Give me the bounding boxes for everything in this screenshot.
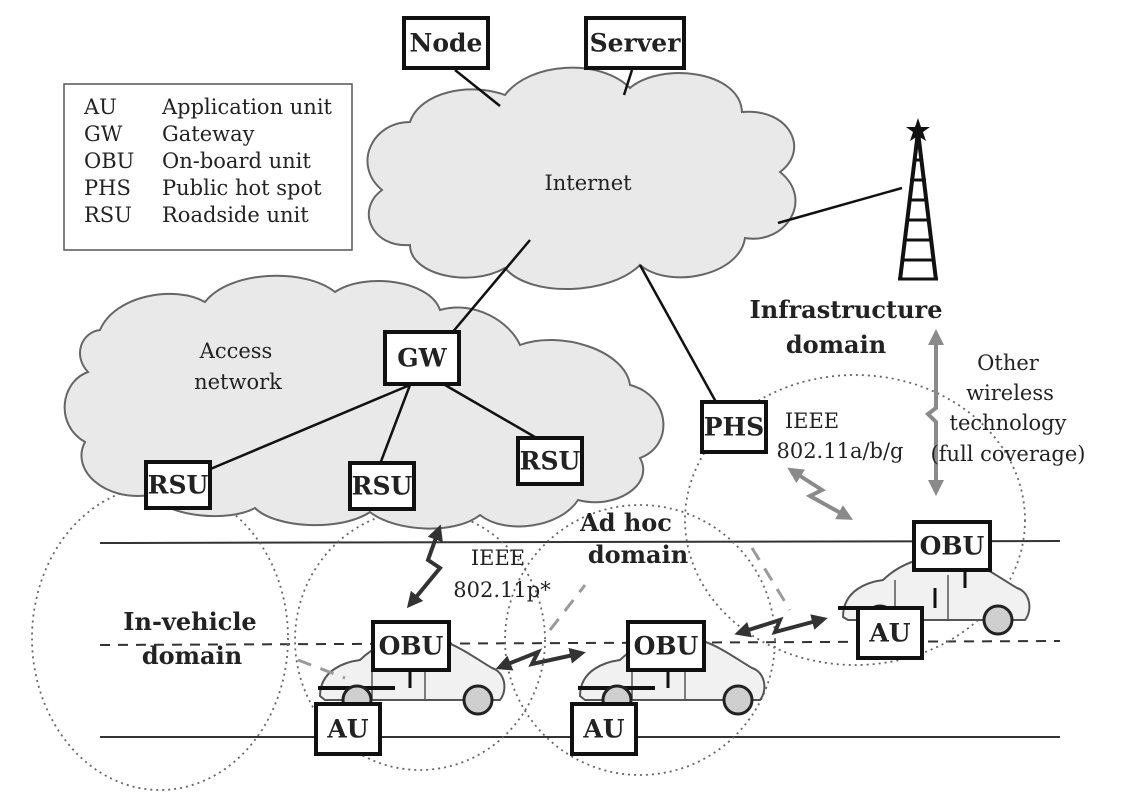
wifi-label-line1: IEEE bbox=[785, 409, 839, 433]
obu-box-right: OBU bbox=[912, 520, 992, 572]
rsu-left-label: RSU bbox=[148, 471, 209, 500]
wifi-label-line2: 802.11a/b/g bbox=[776, 439, 903, 463]
link-server-internet bbox=[622, 69, 634, 96]
infrastructure-domain-label-line1: Infrastructure bbox=[750, 295, 943, 324]
legend-box bbox=[63, 83, 353, 251]
phs-box: PHS bbox=[700, 400, 768, 454]
legend-meaning: Gateway bbox=[162, 122, 255, 146]
access-network-cloud bbox=[63, 274, 665, 530]
link-internet-tower bbox=[777, 186, 903, 225]
au-box-right: AU bbox=[856, 606, 924, 660]
obu-center-coverage-circle bbox=[504, 504, 776, 776]
in-vehicle-domain-label-line2: domain bbox=[142, 641, 242, 670]
wireless-arrow-tower-obu bbox=[924, 329, 944, 496]
node-box: Node bbox=[402, 16, 490, 70]
wave-label-line1: IEEE bbox=[471, 546, 525, 570]
node-label: Node bbox=[410, 29, 483, 58]
access-network-label-line1: Access bbox=[199, 339, 273, 363]
access-network-label-line2: network bbox=[194, 370, 282, 394]
other-wireless-label-line4: (full coverage) bbox=[931, 442, 1086, 466]
au-obu-dashed-link-left bbox=[297, 658, 346, 680]
wireless-arrow-obu-obu-right bbox=[734, 614, 828, 638]
obu-left-label: OBU bbox=[379, 632, 444, 661]
legend-meaning: On-board unit bbox=[162, 149, 311, 173]
au-left-label: AU bbox=[326, 715, 368, 744]
link-gw-rsu-right bbox=[444, 383, 541, 442]
infrastructure-domain-label-line2: domain bbox=[786, 330, 886, 359]
link-gw-rsu-left bbox=[207, 383, 411, 472]
wave-label-line2: 802.11p* bbox=[453, 578, 551, 602]
legend-meaning: Public hot spot bbox=[162, 176, 322, 200]
in-vehicle-coverage-circle bbox=[31, 485, 289, 791]
dashed-link-phs-car bbox=[750, 547, 792, 611]
legend-abbr: OBU bbox=[84, 149, 134, 173]
dashed-link-adhoc-middle bbox=[548, 584, 587, 631]
internet-cloud bbox=[366, 66, 797, 291]
au-box-middle: AU bbox=[570, 702, 638, 756]
obu-middle-label: OBU bbox=[634, 632, 699, 661]
au-middle-label: AU bbox=[582, 715, 624, 744]
rsu-box-middle: RSU bbox=[348, 461, 416, 511]
obu-right-label: OBU bbox=[920, 532, 985, 561]
gw-label: GW bbox=[397, 344, 447, 373]
gw-box: GW bbox=[383, 330, 461, 386]
obu-box-left: OBU bbox=[371, 620, 451, 672]
legend-abbr: AU bbox=[83, 95, 117, 119]
adhoc-domain-label-line1: Ad hoc bbox=[579, 508, 672, 537]
other-wireless-label-line3: technology bbox=[950, 411, 1067, 435]
rsu-middle-label: RSU bbox=[352, 472, 413, 501]
server-label: Server bbox=[590, 29, 682, 58]
cell-tower-icon bbox=[898, 118, 938, 281]
in-vehicle-domain-label-line1: In-vehicle bbox=[123, 607, 256, 636]
legend-abbr: RSU bbox=[84, 203, 132, 227]
wireless-arrow-phs-obu bbox=[787, 467, 853, 520]
rsu-box-left: RSU bbox=[144, 460, 212, 510]
link-internet-gw bbox=[445, 239, 531, 341]
phs-coverage-circle bbox=[684, 374, 1026, 666]
obu-box-middle: OBU bbox=[626, 620, 706, 672]
au-right-label: AU bbox=[868, 619, 910, 648]
au-box-left: AU bbox=[314, 702, 382, 756]
other-wireless-label-line1: Other bbox=[977, 351, 1040, 375]
link-node-internet bbox=[454, 69, 501, 107]
other-wireless-label-line2: wireless bbox=[966, 381, 1054, 405]
server-box: Server bbox=[584, 16, 686, 70]
internet-label: Internet bbox=[544, 171, 632, 195]
rsu-box-right: RSU bbox=[516, 436, 584, 486]
phs-label: PHS bbox=[704, 413, 764, 442]
legend-meaning: Application unit bbox=[161, 95, 333, 119]
link-gw-rsu-middle bbox=[378, 384, 412, 465]
adhoc-domain-label-line2: domain bbox=[588, 540, 688, 569]
legend-abbr: PHS bbox=[84, 176, 131, 200]
wireless-arrow-obu-obu-left bbox=[495, 647, 586, 671]
wireless-arrow-rsu-obu bbox=[406, 524, 443, 609]
rsu-right-label: RSU bbox=[520, 447, 581, 476]
link-internet-phs bbox=[638, 264, 718, 403]
legend-meaning: Roadside unit bbox=[162, 203, 309, 227]
legend-abbr: GW bbox=[84, 122, 123, 146]
